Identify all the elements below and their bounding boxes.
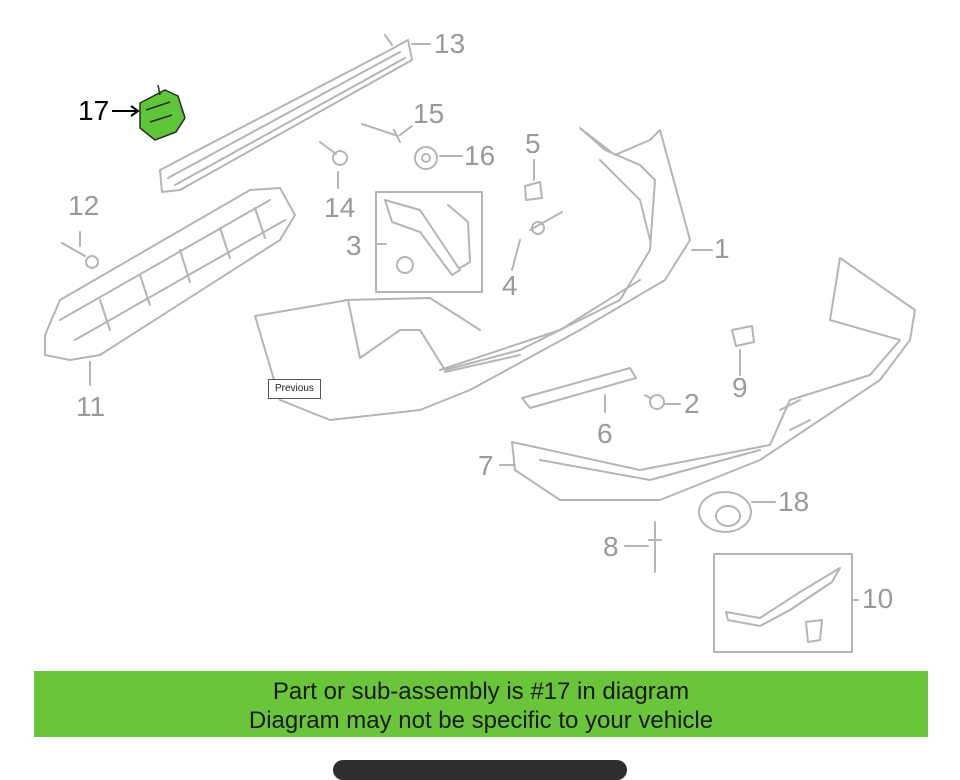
part-17-arrow xyxy=(112,105,140,117)
part-9-clip xyxy=(731,325,755,347)
label-part-18: 18 xyxy=(778,486,810,517)
part-4-screw xyxy=(529,211,563,235)
label-part-8: 8 xyxy=(603,531,619,562)
part-7-lower-valance xyxy=(511,257,916,501)
part-10-bracket-group xyxy=(713,553,853,653)
part-12-bolt xyxy=(61,242,99,269)
label-part-4: 4 xyxy=(502,270,518,301)
part-15-pin xyxy=(361,123,401,143)
part-5-clip xyxy=(524,181,543,201)
previous-tooltip[interactable]: Previous xyxy=(268,379,321,399)
label-part-14: 14 xyxy=(324,192,356,223)
parts-diagram xyxy=(44,34,916,653)
label-part-9: 9 xyxy=(732,372,748,403)
label-part-17: 17 xyxy=(78,95,110,126)
label-part-11: 11 xyxy=(76,391,106,422)
banner-line-1: Part or sub-assembly is #17 in diagram xyxy=(272,678,690,705)
label-part-5: 5 xyxy=(525,128,541,159)
label-part-12: 12 xyxy=(68,190,100,221)
label-part-13: 13 xyxy=(434,28,466,59)
bottom-bar-handle[interactable] xyxy=(333,760,627,780)
part-1-bumper-cover xyxy=(254,127,691,421)
label-part-15: 15 xyxy=(413,98,445,129)
part-6-strip xyxy=(521,367,637,409)
label-part-16: 16 xyxy=(464,140,496,171)
part-16-nut xyxy=(414,146,438,170)
part-13-reinforcement-bar xyxy=(159,34,413,193)
part-14-bolt xyxy=(319,141,348,166)
banner-line-2: Diagram may not be specific to your vehi… xyxy=(248,707,714,734)
part-8-pin xyxy=(648,521,662,573)
label-part-10: 10 xyxy=(862,583,894,614)
part-18-grommet xyxy=(698,491,752,533)
part-11-energy-absorber xyxy=(44,187,296,361)
info-banner: Part or sub-assembly is #17 in diagram D… xyxy=(34,671,928,737)
label-part-2: 2 xyxy=(684,388,700,419)
label-part-3: 3 xyxy=(346,230,362,261)
part-17-highlighted xyxy=(139,84,186,141)
label-part-6: 6 xyxy=(597,418,613,449)
label-part-1: 1 xyxy=(714,233,730,264)
part-3-bracket-group xyxy=(375,191,483,293)
label-part-7: 7 xyxy=(478,450,494,481)
part-2-bolt xyxy=(644,394,665,410)
